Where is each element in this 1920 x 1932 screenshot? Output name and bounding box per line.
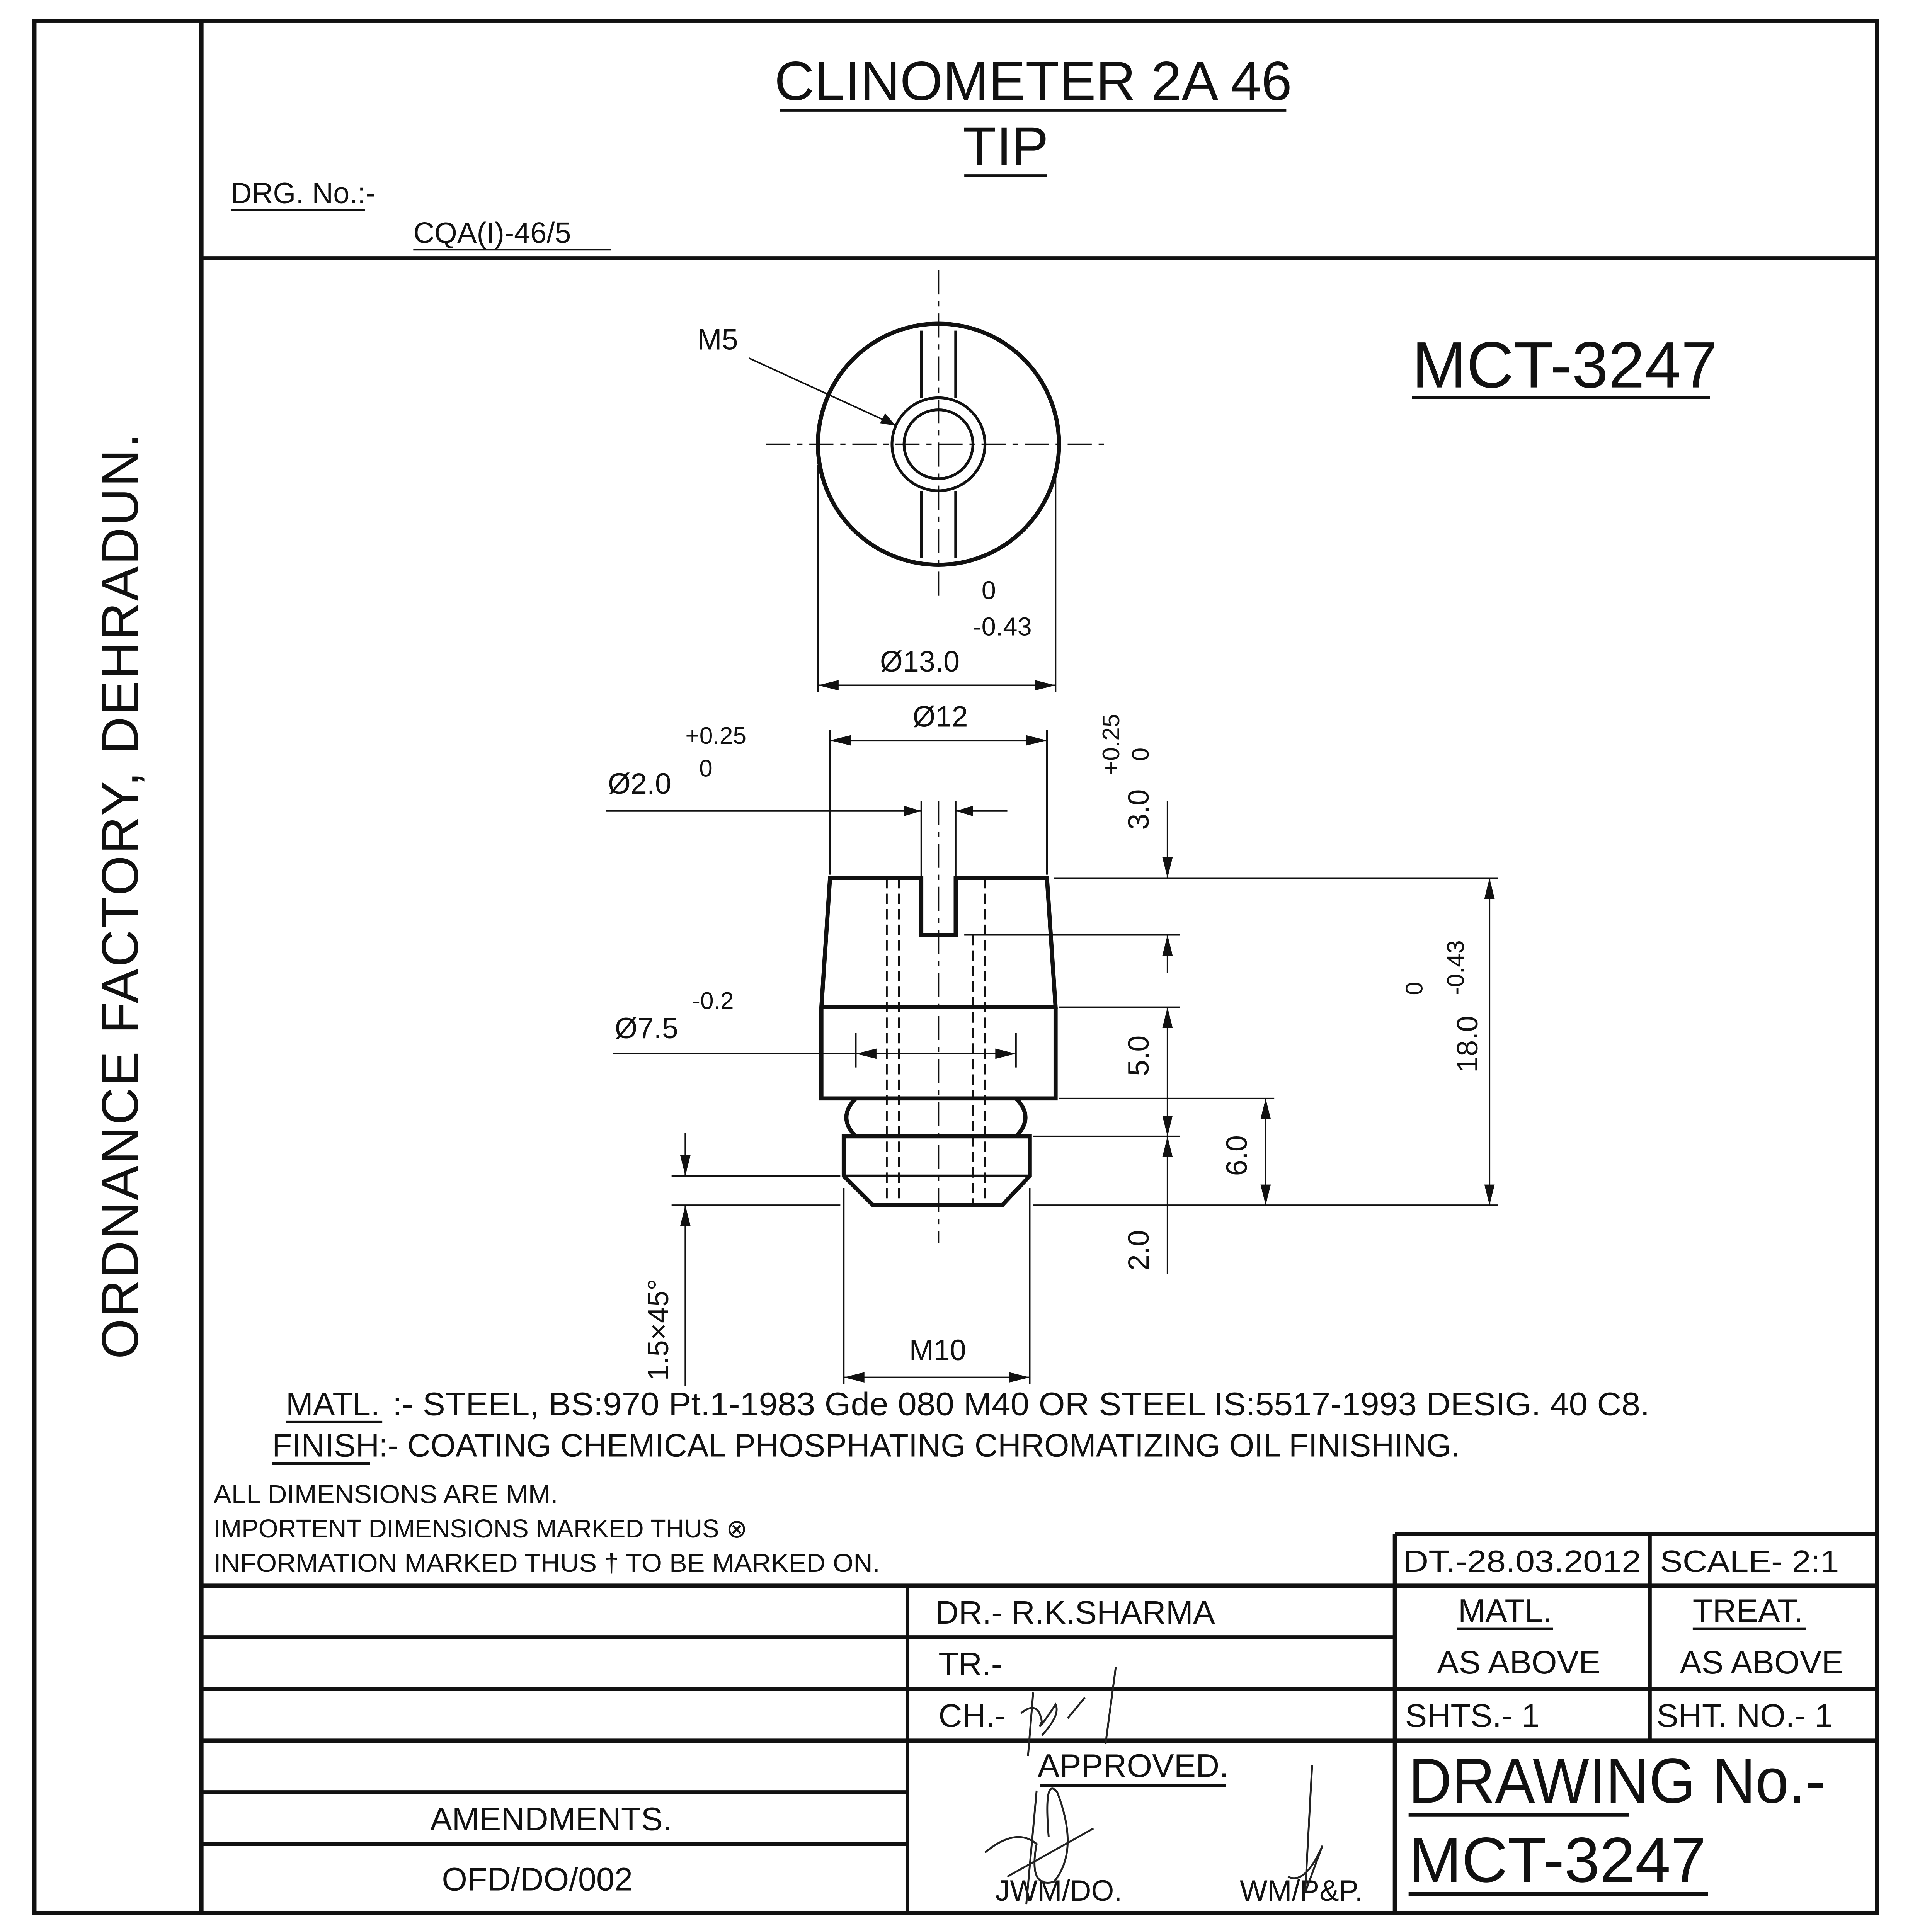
side-view: Ø12 Ø2.0 +0.25 0 Ø7.5 -0.2 3.0 +0.25 0 5… <box>606 700 1498 1386</box>
approver-wm: WM/P&P. <box>1240 1874 1363 1907</box>
hole-tol-lower: 0 <box>699 755 713 782</box>
note-important: IMPORTENT DIMENSIONS MARKED THUS ⊗ <box>213 1515 747 1543</box>
organization-label: ORDNANCE FACTORY, DEHRADUN. <box>91 432 149 1359</box>
total-tol-upper: 0 <box>1401 982 1428 995</box>
sheet-frame <box>32 19 1879 1915</box>
sheets: SHTS.- 1 <box>1405 1697 1540 1734</box>
drawing-no: MCT-3247 <box>1409 1824 1706 1895</box>
matl-label: MATL. <box>286 1386 380 1422</box>
thread-label: M10 <box>909 1334 966 1367</box>
neck-tolerance: -0.2 <box>692 988 734 1014</box>
hole-tol-upper: +0.25 <box>685 723 746 749</box>
slot-depth: 3.0 <box>1122 789 1155 830</box>
hole-diameter: Ø2.0 <box>608 767 671 800</box>
approver-jwm: JWM/DO. <box>995 1874 1122 1907</box>
wm-signature <box>1287 1765 1324 1893</box>
collar-height: 2.0 <box>1122 1230 1155 1270</box>
matl-header: MATL. <box>1458 1592 1552 1629</box>
top-view: MCT-3247 M5 Ø13.0 0 -0.43 <box>698 270 1717 692</box>
finish-label: FINISH <box>272 1427 379 1464</box>
treat-header: TREAT. <box>1693 1592 1803 1629</box>
part-number: MCT-3247 <box>1412 328 1717 401</box>
matl-value: AS ABOVE <box>1437 1644 1600 1680</box>
scale: SCALE- 2:1 <box>1660 1544 1839 1578</box>
head-diameter: Ø12 <box>912 700 968 733</box>
checker-signature <box>1020 1666 1117 1757</box>
traced-by: TR.- <box>938 1645 1002 1682</box>
drg-no-label: DRG. No.:- <box>231 177 375 210</box>
drawing-no-label: DRAWING No.- <box>1409 1745 1825 1816</box>
head-height: 5.0 <box>1122 1036 1155 1076</box>
slot-tol-upper: +0.25 <box>1098 714 1125 775</box>
total-length: 18.0 <box>1451 1016 1484 1073</box>
note-information: INFORMATION MARKED THUS † TO BE MARKED O… <box>213 1549 880 1578</box>
date: DT.-28.03.2012 <box>1403 1544 1641 1578</box>
neck-diameter: Ø7.5 <box>615 1012 678 1045</box>
thread-length: 6.0 <box>1220 1135 1253 1176</box>
note-dimensions: ALL DIMENSIONS ARE MM. <box>213 1480 558 1509</box>
amendments-label: AMENDMENTS. <box>430 1800 672 1837</box>
drawn-by: DR.- R.K.SHARMA <box>935 1594 1215 1631</box>
approved-label: APPROVED. <box>1038 1747 1229 1784</box>
title-block: DT.-28.03.2012 SCALE- 2:1 DR.- R.K.SHARM… <box>201 1532 1877 1913</box>
top-diameter: Ø13.0 <box>880 645 960 678</box>
checked-by: CH.- <box>938 1697 1006 1734</box>
amendment-ref: OFD/DO/002 <box>442 1861 633 1897</box>
finish-text: :- COATING CHEMICAL PHOSPHATING CHROMATI… <box>379 1427 1460 1464</box>
total-tol-lower: -0.43 <box>1442 940 1469 995</box>
matl-text: :- STEEL, BS:970 Pt.1-1983 Gde 080 M40 O… <box>393 1386 1650 1422</box>
drg-no-value: CQA(I)-46/5 <box>413 216 571 249</box>
notes: MATL. :- STEEL, BS:970 Pt.1-1983 Gde 080… <box>213 1386 1649 1578</box>
drawing-title: CLINOMETER 2A 46 <box>774 51 1292 112</box>
drawing-subtitle: TIP <box>963 116 1049 177</box>
jwm-signature <box>984 1787 1094 1905</box>
treat-value: AS ABOVE <box>1680 1644 1843 1680</box>
m5-label: M5 <box>698 323 738 356</box>
top-tol-lower: -0.43 <box>973 612 1031 641</box>
sheet-number: SHT. NO.- 1 <box>1656 1697 1833 1734</box>
chamfer-label: 1.5×45° <box>642 1279 675 1381</box>
slot-tol-lower: 0 <box>1127 748 1154 761</box>
top-tol-upper: 0 <box>982 577 996 605</box>
